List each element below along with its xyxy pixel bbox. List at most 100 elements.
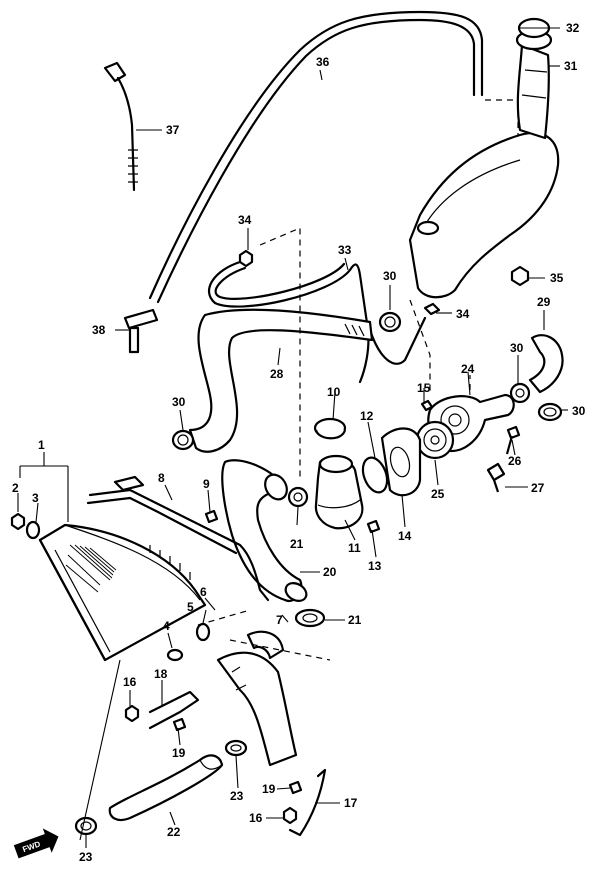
- label-part-22: 22: [167, 825, 181, 839]
- label-part-6: 6: [200, 585, 207, 599]
- label-part-36: 36: [316, 55, 330, 69]
- clamp-21-b: [294, 608, 326, 628]
- label-part-5: 5: [187, 600, 194, 614]
- label-part-13: 13: [368, 559, 382, 573]
- temperature-sensor: [486, 462, 506, 493]
- label-part-1: 1: [38, 438, 45, 452]
- label-part-11: 11: [348, 541, 361, 555]
- label-part-2: 2: [12, 481, 19, 495]
- hose-joint: [123, 308, 159, 354]
- thermostat-cover-10: [313, 417, 347, 440]
- leader-lines: [17, 27, 568, 848]
- label-part-34-b: 34: [456, 307, 470, 321]
- tank-mount-bolt: [510, 265, 530, 287]
- label-part-30-d: 30: [572, 404, 586, 418]
- collar-5: [195, 622, 211, 642]
- clamp-23-b: [74, 816, 98, 836]
- bolt-15: [420, 399, 434, 412]
- label-part-35: 35: [550, 271, 564, 285]
- nut-16-b: [282, 806, 298, 825]
- label-part-30-b: 30: [383, 269, 397, 283]
- label-part-18: 18: [154, 667, 168, 681]
- label-part-24: 24: [461, 362, 475, 376]
- overflow-hose-inner: [156, 18, 476, 304]
- radiator-hose-22: [108, 754, 224, 822]
- water-pump-impeller: [415, 420, 455, 460]
- label-part-27: 27: [531, 481, 545, 495]
- label-part-17: 17: [344, 796, 358, 810]
- label-part-15: 15: [417, 381, 431, 395]
- assembly-guide-c: [409, 299, 431, 395]
- clamp-23-a: [224, 739, 248, 757]
- radiator-bolt-2: [10, 512, 26, 531]
- part-labels: 32 31 36 37 34 33 30 35 34 29 38 30 28 2…: [12, 21, 586, 864]
- clip-34-a: [238, 249, 254, 268]
- label-part-8: 8: [158, 471, 165, 485]
- clamp-rod: [103, 61, 138, 192]
- label-part-23-b: 23: [79, 850, 93, 864]
- label-part-16-b: 16: [249, 811, 263, 825]
- clamp-30-d: [537, 402, 563, 422]
- bracket-17: [288, 768, 327, 837]
- radiator-hose-20: [221, 459, 308, 603]
- label-part-21-a: 21: [290, 537, 304, 551]
- water-pump-outlet-hose: [528, 334, 564, 394]
- radiator-washer-3: [25, 520, 41, 540]
- label-part-29: 29: [537, 295, 551, 309]
- label-part-37: 37: [166, 123, 180, 137]
- breather-hose-return: [368, 316, 427, 365]
- label-part-30-c: 30: [510, 341, 524, 355]
- overflow-hose: [148, 10, 484, 300]
- breather-hose-inner: [214, 262, 346, 300]
- coolant-pipe: [216, 630, 298, 767]
- label-part-30-a: 30: [172, 395, 186, 409]
- label-part-19-a: 19: [172, 746, 186, 760]
- label-part-12: 12: [360, 409, 374, 423]
- label-part-19-b: 19: [262, 782, 276, 796]
- label-part-10: 10: [327, 385, 341, 399]
- radiator-bracket: [86, 475, 270, 602]
- label-part-7: 7: [276, 613, 283, 627]
- label-part-4: 4: [163, 619, 170, 633]
- label-part-26: 26: [508, 454, 522, 468]
- clip-34-b: [423, 302, 441, 316]
- radiator: [38, 523, 207, 662]
- label-part-31: 31: [564, 59, 578, 73]
- reservoir-cap: [515, 17, 553, 51]
- clamp-30-b: [378, 311, 402, 333]
- label-part-34-a: 34: [238, 213, 252, 227]
- assembly-guide-b: [229, 639, 331, 661]
- label-part-20: 20: [323, 565, 337, 579]
- label-part-9: 9: [203, 477, 210, 491]
- label-part-3: 3: [32, 491, 39, 505]
- label-part-32: 32: [566, 21, 580, 35]
- bolt-9: [204, 509, 219, 524]
- gasket-12: [361, 456, 389, 494]
- bolt-13: [366, 519, 381, 534]
- bolt-19-b: [288, 780, 303, 795]
- reservoir-filler-neck: [516, 43, 550, 140]
- label-part-16-a: 16: [123, 675, 137, 689]
- radiator-hose-upper: [188, 308, 374, 453]
- label-part-33: 33: [338, 243, 352, 257]
- forward-direction-marker: FWD: [13, 828, 59, 859]
- reservoir-tank: [408, 131, 560, 299]
- clamp-30-a: [171, 429, 195, 451]
- assembly-guide-a: [259, 227, 301, 480]
- clamp-21-a: [287, 486, 309, 508]
- bolt-19-a: [172, 717, 187, 732]
- label-part-38: 38: [92, 323, 106, 337]
- pump-bolt: [505, 425, 521, 455]
- label-part-21-b: 21: [348, 613, 362, 627]
- washer-4: [166, 648, 184, 662]
- clamp-30-c: [509, 382, 531, 404]
- nut-16-a: [124, 704, 140, 723]
- label-part-28: 28: [270, 367, 284, 381]
- thermostat-flange-14: [380, 427, 422, 497]
- label-part-23-a: 23: [230, 789, 244, 803]
- bracket-18: [148, 690, 200, 730]
- label-part-25: 25: [431, 487, 445, 501]
- label-part-14: 14: [398, 529, 412, 543]
- assembly-guide-e: [197, 609, 251, 626]
